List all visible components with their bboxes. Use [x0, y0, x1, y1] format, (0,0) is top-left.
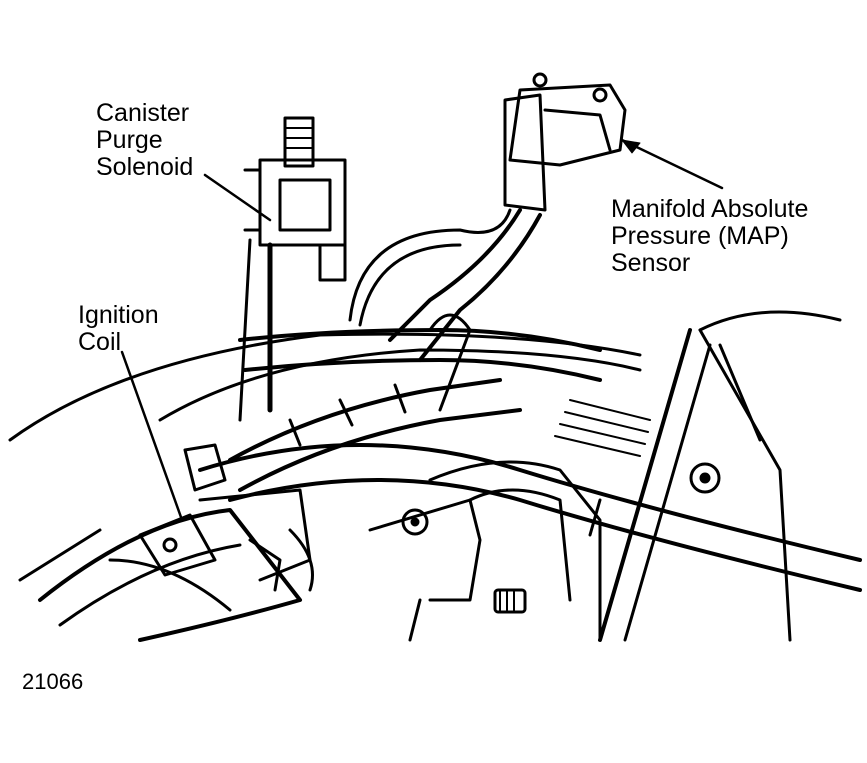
- wire-loop: [428, 313, 472, 412]
- center-bracket: [368, 498, 482, 602]
- leader-coil: [120, 350, 184, 522]
- canister-label-line-1: Canister: [96, 99, 190, 127]
- map-label-line-1: Manifold Absolute: [611, 195, 809, 223]
- coil-label-line-2: Coil: [78, 328, 122, 356]
- leader-map: [620, 138, 724, 190]
- canister-label-line-3: Solenoid: [96, 153, 194, 181]
- coil-label-line-1: Ignition: [78, 301, 159, 329]
- harness-diagonal: [228, 378, 502, 462]
- harness-center-lower: [243, 358, 602, 382]
- right-bracket: [698, 328, 792, 642]
- canister-purge-solenoid-part: [238, 116, 347, 422]
- main-hose-lower: [228, 478, 862, 592]
- map-label-line-2: Pressure (MAP): [611, 222, 789, 250]
- right-fender-curve: [698, 310, 842, 332]
- right-strut-inner: [623, 343, 712, 642]
- leader-canister: [203, 173, 272, 222]
- canister-purge-solenoid-label: Canister Purge Solenoid: [96, 100, 193, 181]
- canister-label-line-2: Purge: [96, 126, 163, 154]
- center-bolt: [401, 508, 429, 536]
- right-bracket-inner: [718, 343, 762, 442]
- center-block-face: [468, 488, 572, 602]
- leader-map-arrow: [621, 139, 641, 154]
- map-sensor-part: [388, 72, 627, 362]
- harness-center: [238, 328, 602, 352]
- vacuum-hose-1: [348, 208, 512, 322]
- grille-lines: [554, 399, 651, 457]
- map-label-line-3: Sensor: [611, 249, 691, 277]
- map-sensor-label: Manifold Absolute Pressure (MAP) Sensor: [611, 196, 808, 277]
- vacuum-hose-2: [358, 243, 462, 327]
- upper-engine-edge: [158, 348, 642, 422]
- ignition-coil-label: Ignition Coil: [78, 302, 159, 356]
- center-block: [428, 460, 602, 642]
- right-strut: [598, 328, 692, 642]
- harness-diagonal-lower: [238, 408, 522, 492]
- figure-number: 21066: [22, 669, 84, 694]
- center-block-edge: [408, 598, 422, 642]
- ignition-coil-part: [18, 443, 314, 642]
- right-bolt: [689, 462, 721, 494]
- hose-band: [588, 498, 602, 537]
- lower-stud: [493, 588, 527, 614]
- harness-wrap-1: [288, 383, 407, 447]
- main-hose: [198, 443, 862, 562]
